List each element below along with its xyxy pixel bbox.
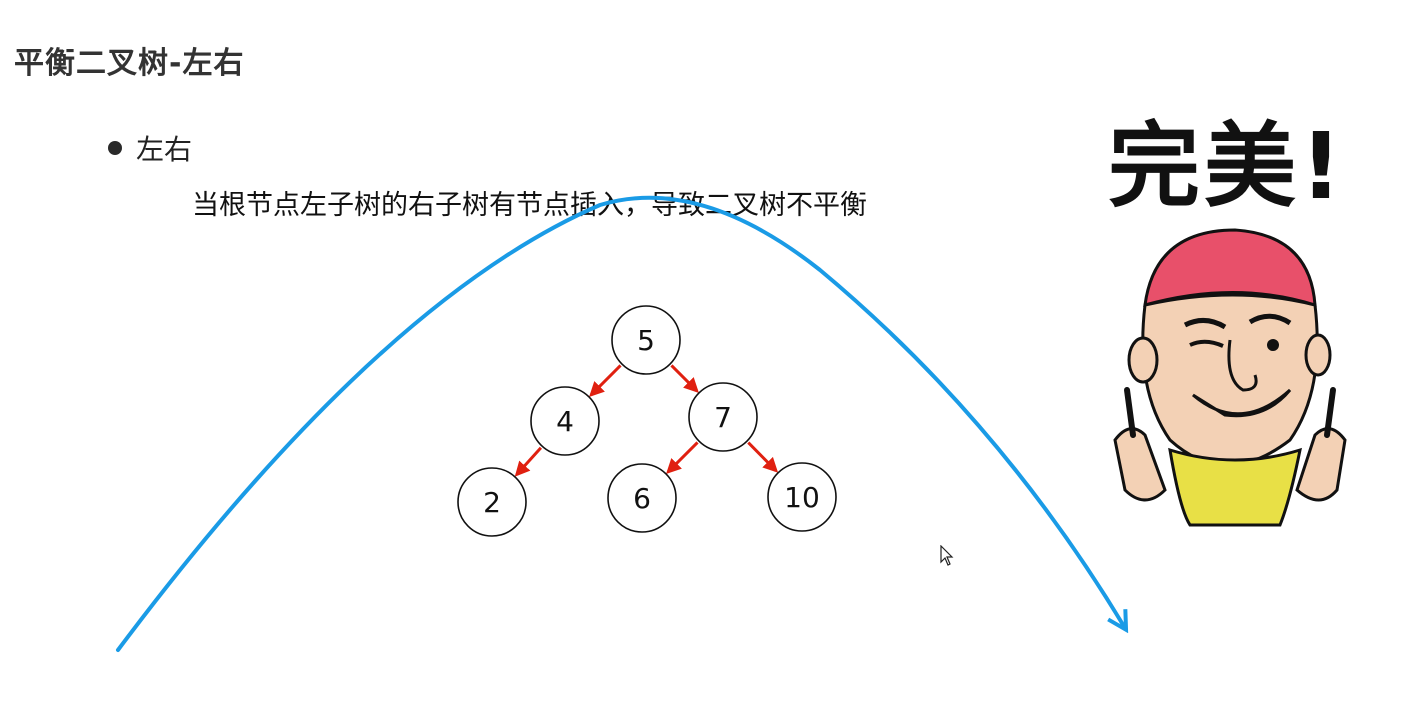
tree-edge-n7-n6: [666, 441, 699, 474]
tree-node-label: 6: [633, 482, 651, 515]
tree-node-5: 5: [611, 305, 681, 375]
bullet-item: 左右: [108, 128, 192, 168]
bullet-dot-icon: [108, 141, 122, 155]
tree-node-circle: [688, 382, 758, 452]
tree-node-4: 4: [530, 386, 600, 456]
cartoon-face-icon: [1113, 228, 1347, 527]
cartoon-sticker: [1075, 90, 1385, 530]
tree-edge-n5-n7: [670, 364, 699, 393]
sticker-caption: 完美!: [1108, 113, 1346, 220]
rotation-arc: [116, 195, 1125, 652]
tree-node-circle: [457, 467, 527, 537]
tree-node-circle: [611, 305, 681, 375]
tree-node-2: 2: [457, 467, 527, 537]
tree-node-label: 2: [483, 486, 501, 519]
tree-node-label: 7: [714, 401, 732, 434]
description-text: 当根节点左子树的右子树有节点插入，导致二叉树不平衡: [192, 190, 867, 221]
tree-edge-n5-n4: [589, 364, 622, 397]
tree-node-7: 7: [688, 382, 758, 452]
tree-edge-n4-n2: [514, 446, 543, 477]
tree-node-label: 4: [556, 405, 574, 438]
tree-node-circle: [607, 463, 677, 533]
mouse-cursor-icon: [940, 545, 954, 566]
tree-node-6: 6: [607, 463, 677, 533]
tree-nodes: 5 4 7 2 6 10: [457, 305, 837, 537]
tree-edge-n7-n10: [747, 441, 779, 473]
bullet-label: 左右: [136, 133, 193, 166]
tree-node-circle: [767, 462, 837, 532]
tree-node-10: 10: [767, 462, 837, 532]
tree-node-circle: [530, 386, 600, 456]
tree-node-label: 5: [637, 324, 655, 357]
slide-title: 平衡二叉树-左右: [14, 46, 245, 81]
tree-edges: [514, 364, 779, 477]
tree-node-label: 10: [784, 481, 820, 514]
